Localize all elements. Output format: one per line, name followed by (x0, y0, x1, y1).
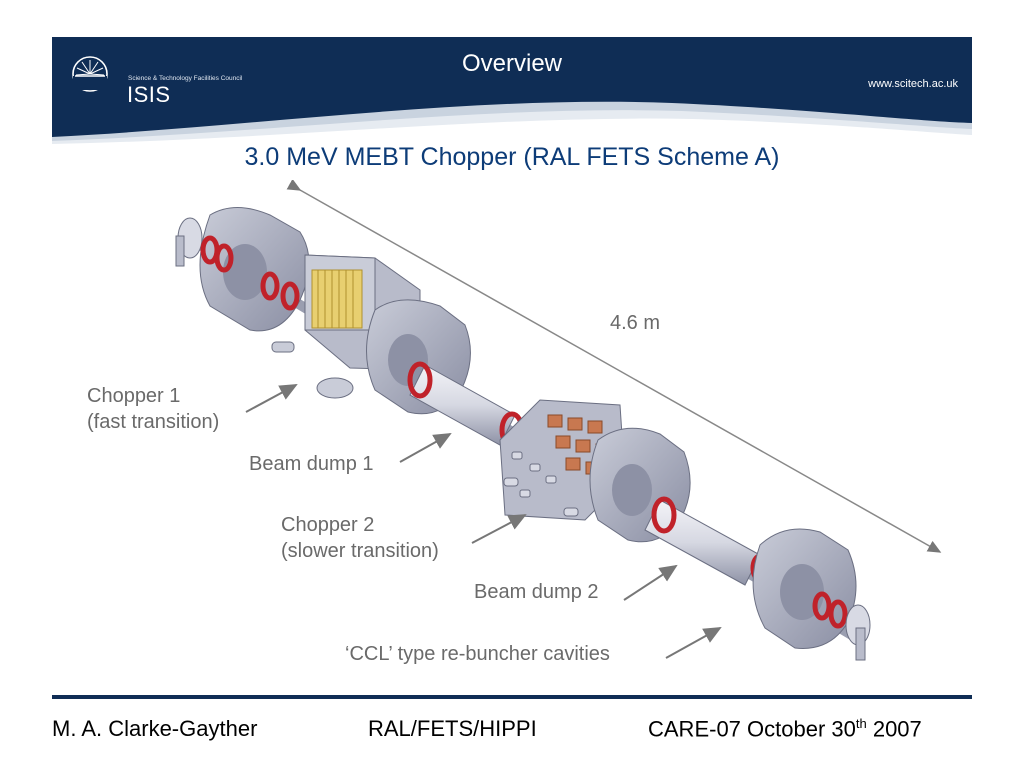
sunburst-icon (72, 56, 108, 92)
dimension-arrow (286, 180, 942, 553)
beam-dump-2-section (644, 496, 761, 586)
annotation-arrows (245, 384, 722, 659)
footer-author: M. A. Clarke-Gayther (52, 716, 258, 741)
rebuncher-label: ‘CCL’ type re-buncher cavities (345, 643, 610, 665)
chopper-2-title: Chopper 2 (281, 514, 375, 536)
chopper-1-title: Chopper 1 (87, 385, 181, 407)
footer-event-date: CARE-07 October 30 (648, 716, 856, 742)
slide-title: 3.0 MeV MEBT Chopper (RAL FETS Scheme A) (244, 143, 780, 171)
bellows-rings-entry (200, 235, 300, 311)
length-label: 4.6 m (610, 312, 661, 334)
chopper-2-subtitle: (slower transition) (281, 540, 439, 562)
exit-flange (845, 604, 871, 661)
mebt-chopper-illustration (175, 180, 942, 661)
header-url: www.scitech.ac.uk (868, 78, 958, 90)
beam-dump-1-label: Beam dump 1 (249, 453, 374, 475)
header-title: Overview (461, 50, 563, 77)
chopper-1-subtitle: (fast transition) (87, 411, 220, 433)
rebuncher-cavity-4 (752, 528, 857, 649)
council-name: Science & Technology Facilities Council (128, 75, 243, 82)
entry-flange (175, 217, 203, 267)
chopper-2-label: Chopper 2 (slower transition) (281, 512, 439, 564)
footer-divider (52, 695, 972, 699)
rebuncher-cavity-1 (199, 207, 310, 332)
isis-logo: Science & Technology Facilities Council … (66, 51, 256, 106)
footer-project: RAL/FETS/HIPPI (368, 716, 537, 741)
footer-event-year: 2007 (866, 716, 922, 742)
footer-event: CARE-07 October 30th 2007 (648, 716, 922, 742)
header-banner: Science & Technology Facilities Council … (52, 37, 972, 145)
footer-event-sup: th (855, 716, 867, 731)
banner-wave-graphic (52, 101, 972, 145)
chopper-1-label: Chopper 1 (fast transition) (87, 383, 219, 435)
isis-wordmark: ISIS (127, 82, 171, 107)
beam-dump-2-label: Beam dump 2 (474, 581, 599, 603)
chopper-1-electrode (311, 269, 363, 329)
